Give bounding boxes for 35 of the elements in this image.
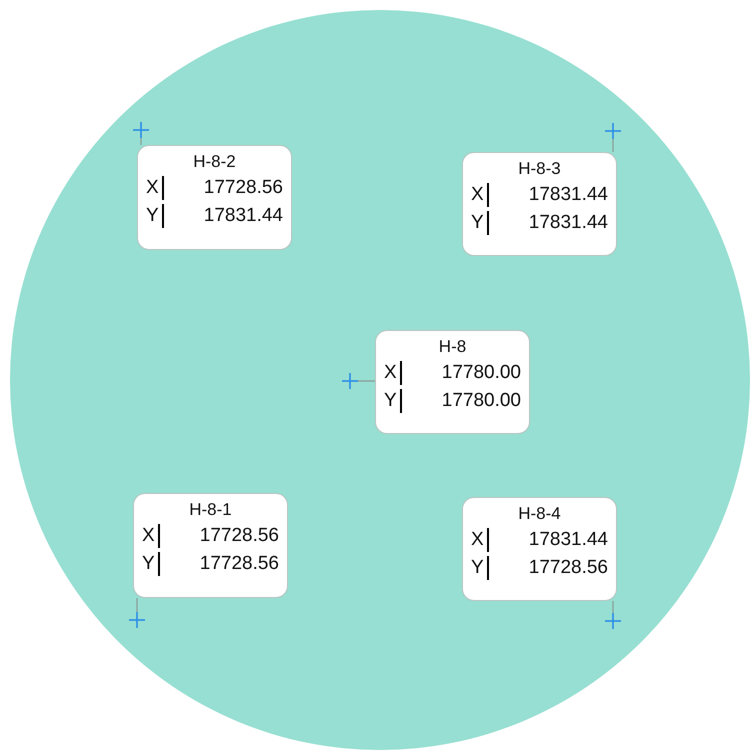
coordinate-value: 17831.44: [528, 184, 608, 206]
axis-label: Y: [471, 556, 489, 580]
coordinate-card: [133, 493, 288, 598]
leader-line: [136, 598, 138, 612]
point-name: H-8-2: [193, 152, 236, 172]
coordinate-card: [462, 497, 617, 601]
coordinate-card: [462, 152, 617, 256]
axis-label: Y: [471, 211, 489, 235]
leader-line: [140, 138, 142, 145]
leader-line: [612, 139, 614, 152]
coordinate-value: 17728.56: [204, 177, 283, 199]
axis-label: X: [471, 183, 489, 207]
coordinate-value: 17831.44: [528, 212, 608, 234]
coordinate-value: 17780.00: [442, 362, 521, 384]
coordinate-card: [137, 145, 292, 250]
coordinate-value: 17831.44: [204, 205, 283, 227]
coordinate-value: 17780.00: [442, 390, 521, 412]
coordinate-value: 17728.56: [200, 525, 279, 547]
point-name: H-8-3: [518, 159, 561, 179]
leader-line: [358, 380, 375, 382]
leader-line: [612, 601, 614, 613]
coordinate-value: 17728.56: [528, 557, 608, 579]
point-name: H-8-4: [518, 504, 561, 524]
coordinate-card: [375, 330, 530, 434]
axis-label: Y: [384, 389, 402, 413]
axis-label: X: [142, 524, 160, 548]
axis-label: Y: [142, 552, 160, 576]
point-name: H-8: [438, 337, 466, 357]
axis-label: X: [384, 361, 402, 385]
axis-label: Y: [146, 204, 164, 228]
axis-label: X: [471, 528, 489, 552]
coordinate-value: 17831.44: [528, 529, 608, 551]
point-name: H-8-1: [189, 500, 232, 520]
axis-label: X: [146, 176, 164, 200]
coordinate-value: 17728.56: [200, 553, 279, 575]
